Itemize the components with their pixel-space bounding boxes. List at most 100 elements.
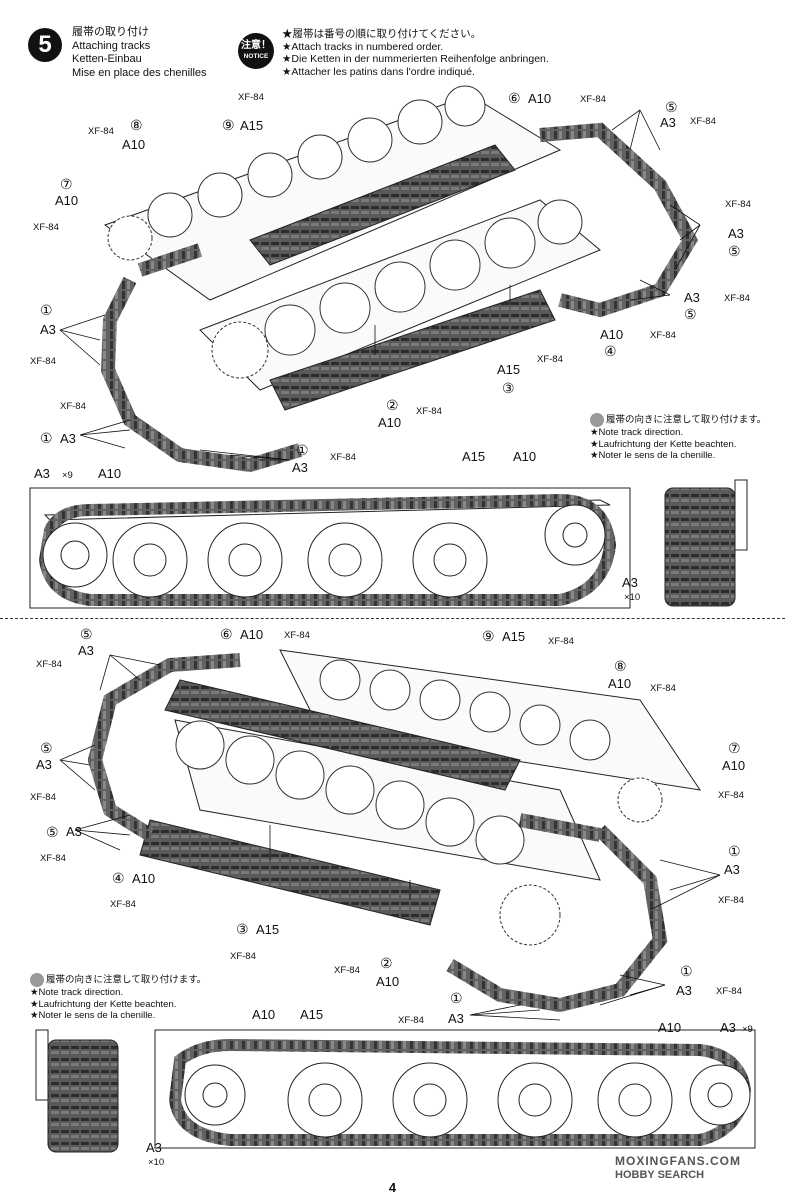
callout-paint: XF-84	[334, 965, 360, 976]
callout-part-a3: A3	[676, 983, 692, 998]
top-road-wheels	[107, 85, 583, 379]
callout-part-a3: A3	[78, 643, 94, 658]
side-part-a15: A15	[300, 1007, 324, 1022]
callout-num-6: ⑥	[220, 626, 233, 642]
callout-paint: XF-84	[30, 792, 56, 803]
callout-num-3: ③	[236, 921, 249, 937]
callout-part-a10: A10	[55, 193, 79, 208]
notice-text: ★履帯は番号の順に取り付けてください。 ★Attach tracks in nu…	[282, 28, 549, 78]
callout-paint: XF-84	[330, 452, 356, 463]
callout-part-a3: A3	[684, 290, 700, 305]
side-part-a3: A3	[146, 1140, 162, 1155]
callout-part-a3: A3	[66, 824, 82, 839]
callout-num-1: ①	[728, 843, 741, 859]
callout-paint: XF-84	[238, 92, 264, 103]
callout-paint: XF-84	[110, 899, 136, 910]
notice-line-en: ★Attach tracks in numbered order.	[282, 40, 444, 53]
direction-note-top: 履帯の向きに注意して取り付けます。 ★Note track direction.…	[590, 413, 767, 461]
callout-num-5: ⑤	[665, 99, 678, 115]
callout-paint: XF-84	[580, 94, 606, 105]
callout-paint: XF-84	[718, 790, 744, 801]
callout-part-a3: A3	[724, 862, 740, 877]
callout-part-a10: A10	[376, 974, 400, 989]
callout-num-1: ①	[680, 963, 693, 979]
caution-dot-icon	[590, 413, 604, 427]
watermark-text: MOXINGFANS.COM	[615, 1154, 742, 1168]
callout-num-1: ①	[450, 990, 463, 1006]
callout-paint: XF-84	[650, 683, 676, 694]
callout-part-a15: A15	[502, 629, 526, 644]
top-side-view	[29, 487, 631, 609]
callout-part-a3: A3	[36, 757, 52, 772]
page-number: 4	[388, 1180, 397, 1195]
callout-num-9: ⑨	[482, 628, 495, 644]
callout-part-a15: A15	[240, 118, 264, 133]
notice-line-jp: ★履帯は番号の順に取り付けてください。	[282, 28, 482, 40]
callout-paint: XF-84	[398, 1015, 424, 1026]
callout-part-a3: A3	[448, 1011, 464, 1026]
callout-part-a10: A10	[608, 676, 632, 691]
step-title-de: Ketten-Einbau	[72, 53, 142, 65]
callout-part-a3: A3	[60, 431, 76, 446]
callout-paint: XF-84	[36, 659, 62, 670]
callout-num-5: ⑤	[728, 243, 741, 259]
callout-paint: XF-84	[33, 222, 59, 233]
side-part-a10: A10	[98, 466, 122, 481]
step-title: 履帯の取り付け Attaching tracks Ketten-Einbau M…	[72, 26, 207, 80]
step-title-fr: Mise en place des chenilles	[72, 66, 207, 79]
callout-num-1: ①	[40, 302, 53, 318]
callout-num-2: ②	[386, 397, 399, 413]
callout-num-3: ③	[502, 380, 515, 396]
side-part-a3: A3	[720, 1020, 736, 1035]
callout-part-a10: A10	[600, 327, 624, 342]
callout-part-a3: A3	[660, 115, 676, 130]
bottom-rear-view	[35, 1029, 119, 1153]
top-rear-view	[664, 479, 748, 607]
callout-part-a3: A3	[728, 226, 744, 241]
callout-paint: XF-84	[718, 895, 744, 906]
step-title-en: Attaching tracks	[72, 39, 151, 52]
callout-part-a10: A10	[122, 137, 146, 152]
top-arrows	[59, 109, 701, 461]
callout-part-a15: A15	[256, 922, 280, 937]
callout-part-a10: A10	[378, 415, 402, 430]
side-count-x10: ×10	[624, 592, 641, 603]
callout-num-5: ⑤	[80, 626, 93, 642]
direction-note-bottom: 履帯の向きに注意して取り付けます。 ★Note track direction.…	[30, 973, 207, 1021]
notice-line-de: ★Die Ketten in der nummerierten Reihenfo…	[282, 53, 549, 65]
callout-num-5: ⑤	[684, 306, 697, 322]
callout-paint: XF-84	[230, 951, 256, 962]
callout-num-8: ⑧	[130, 117, 143, 133]
callout-num-7: ⑦	[60, 176, 73, 192]
callout-paint: XF-84	[724, 293, 750, 304]
callout-part-a10: A10	[528, 91, 552, 106]
side-count-x10: ×10	[148, 1157, 165, 1168]
callout-paint: XF-84	[30, 356, 56, 367]
bottom-track-runs	[87, 653, 668, 1013]
callout-num-1: ①	[296, 442, 309, 458]
callout-paint: XF-84	[88, 126, 114, 137]
callout-paint: XF-84	[60, 401, 86, 412]
callout-num-8: ⑧	[614, 658, 627, 674]
callout-part-a3: A3	[40, 322, 56, 337]
side-part-a10: A10	[658, 1020, 682, 1035]
callout-paint: XF-84	[416, 406, 442, 417]
callout-paint: XF-84	[690, 116, 716, 127]
step-number-badge: 5	[28, 28, 62, 62]
side-part-a10: A10	[252, 1007, 276, 1022]
top-track-runs	[100, 122, 699, 473]
step-title-jp: 履帯の取り付け	[72, 26, 149, 38]
callout-part-a10: A10	[240, 627, 264, 642]
callout-num-1: ①	[40, 430, 53, 446]
callout-num-4: ④	[604, 343, 617, 359]
callout-num-5: ⑤	[46, 824, 59, 840]
side-part-a3: A3	[34, 466, 50, 481]
callout-paint: XF-84	[725, 199, 751, 210]
callout-part-a10: A10	[132, 871, 156, 886]
section-divider	[0, 618, 785, 619]
callout-part-a15: A15	[497, 362, 521, 377]
side-part-a10: A10	[513, 449, 537, 464]
bottom-side-view	[154, 1029, 756, 1149]
callout-paint: XF-84	[284, 630, 310, 641]
callout-num-6: ⑥	[508, 90, 521, 106]
